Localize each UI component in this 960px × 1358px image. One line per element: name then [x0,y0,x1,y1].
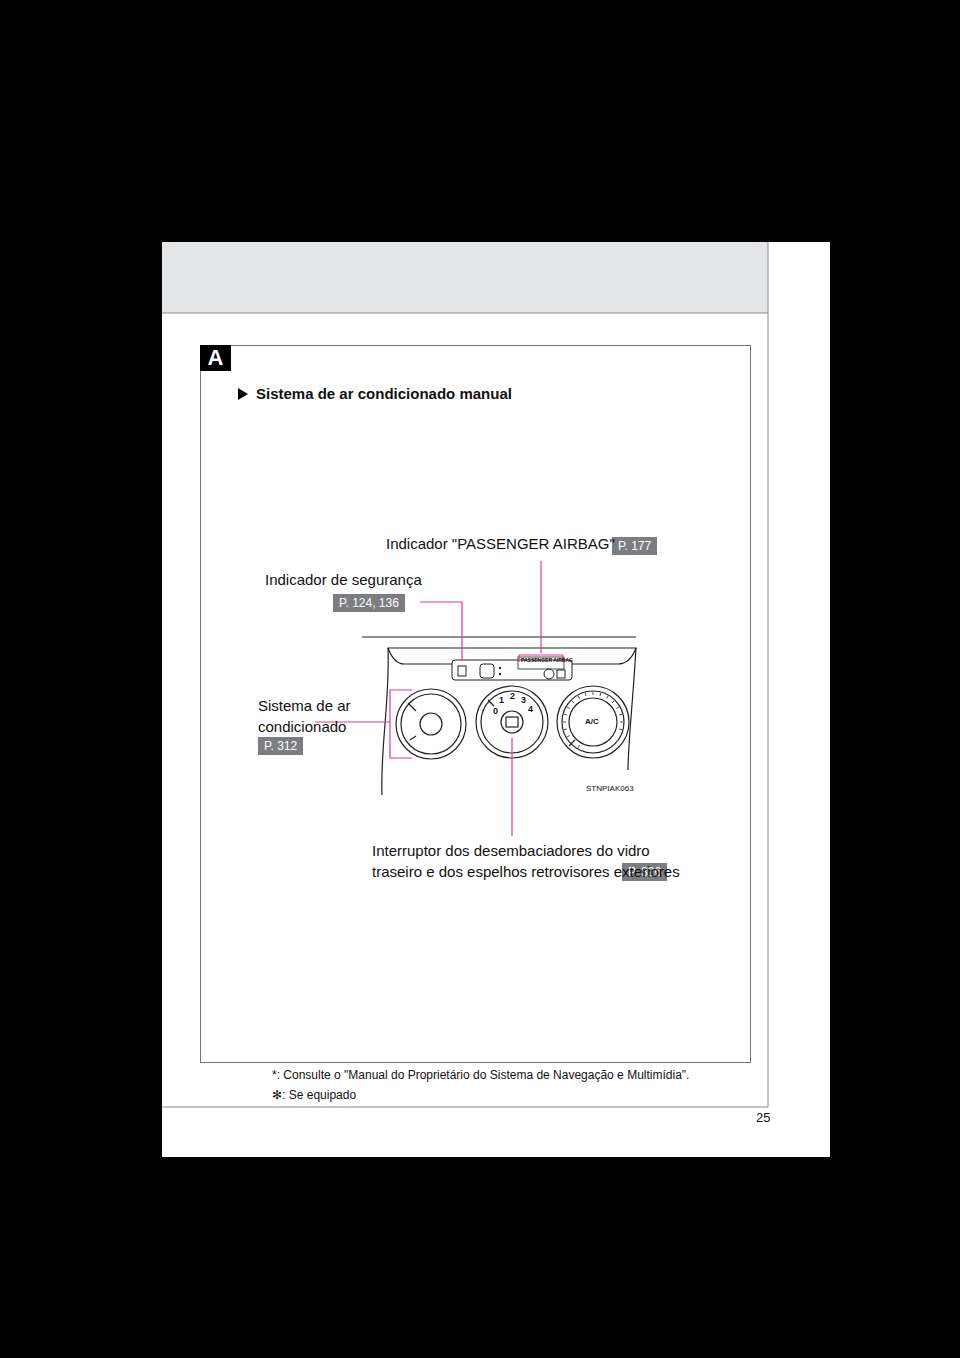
figure-code: STNPIAK063 [586,784,634,794]
callout-text: Indicador "PASSENGER AIRBAG" [386,535,615,553]
page-number: 25 [756,1110,770,1126]
footnote: ✻: Se equipado [272,1088,356,1102]
page-ref-tag: P. 177 [612,537,657,555]
callout-text: Interruptor dos desembaciadores do vidro… [372,840,702,882]
knob-text: A/C [585,717,599,727]
panel-text: PASSENGER AIRBAG [521,657,573,663]
section-tab: A [200,345,231,371]
tag-text: P. 312 [264,739,297,753]
tag-text: P. 177 [618,539,651,553]
page-ref-tag: P. 312 [258,737,303,755]
footnote: *: Consulte o "Manual do Proprietário do… [272,1068,689,1082]
callout-text: Sistema de ar condicionado [258,695,363,737]
page-ref-tag: P. 124, 136 [333,594,405,612]
scale-number: 2 [510,691,515,702]
tag-text: P. 124, 136 [339,596,399,610]
callout-text: Indicador de segurança [265,571,422,589]
section-title: Sistema de ar condicionado manual [256,385,512,403]
tag-text: A [208,345,224,370]
scale-number: 1 [499,695,504,706]
scale-number: 3 [521,695,526,706]
scale-number: 0 [493,706,498,717]
scale-number: 4 [528,704,533,715]
